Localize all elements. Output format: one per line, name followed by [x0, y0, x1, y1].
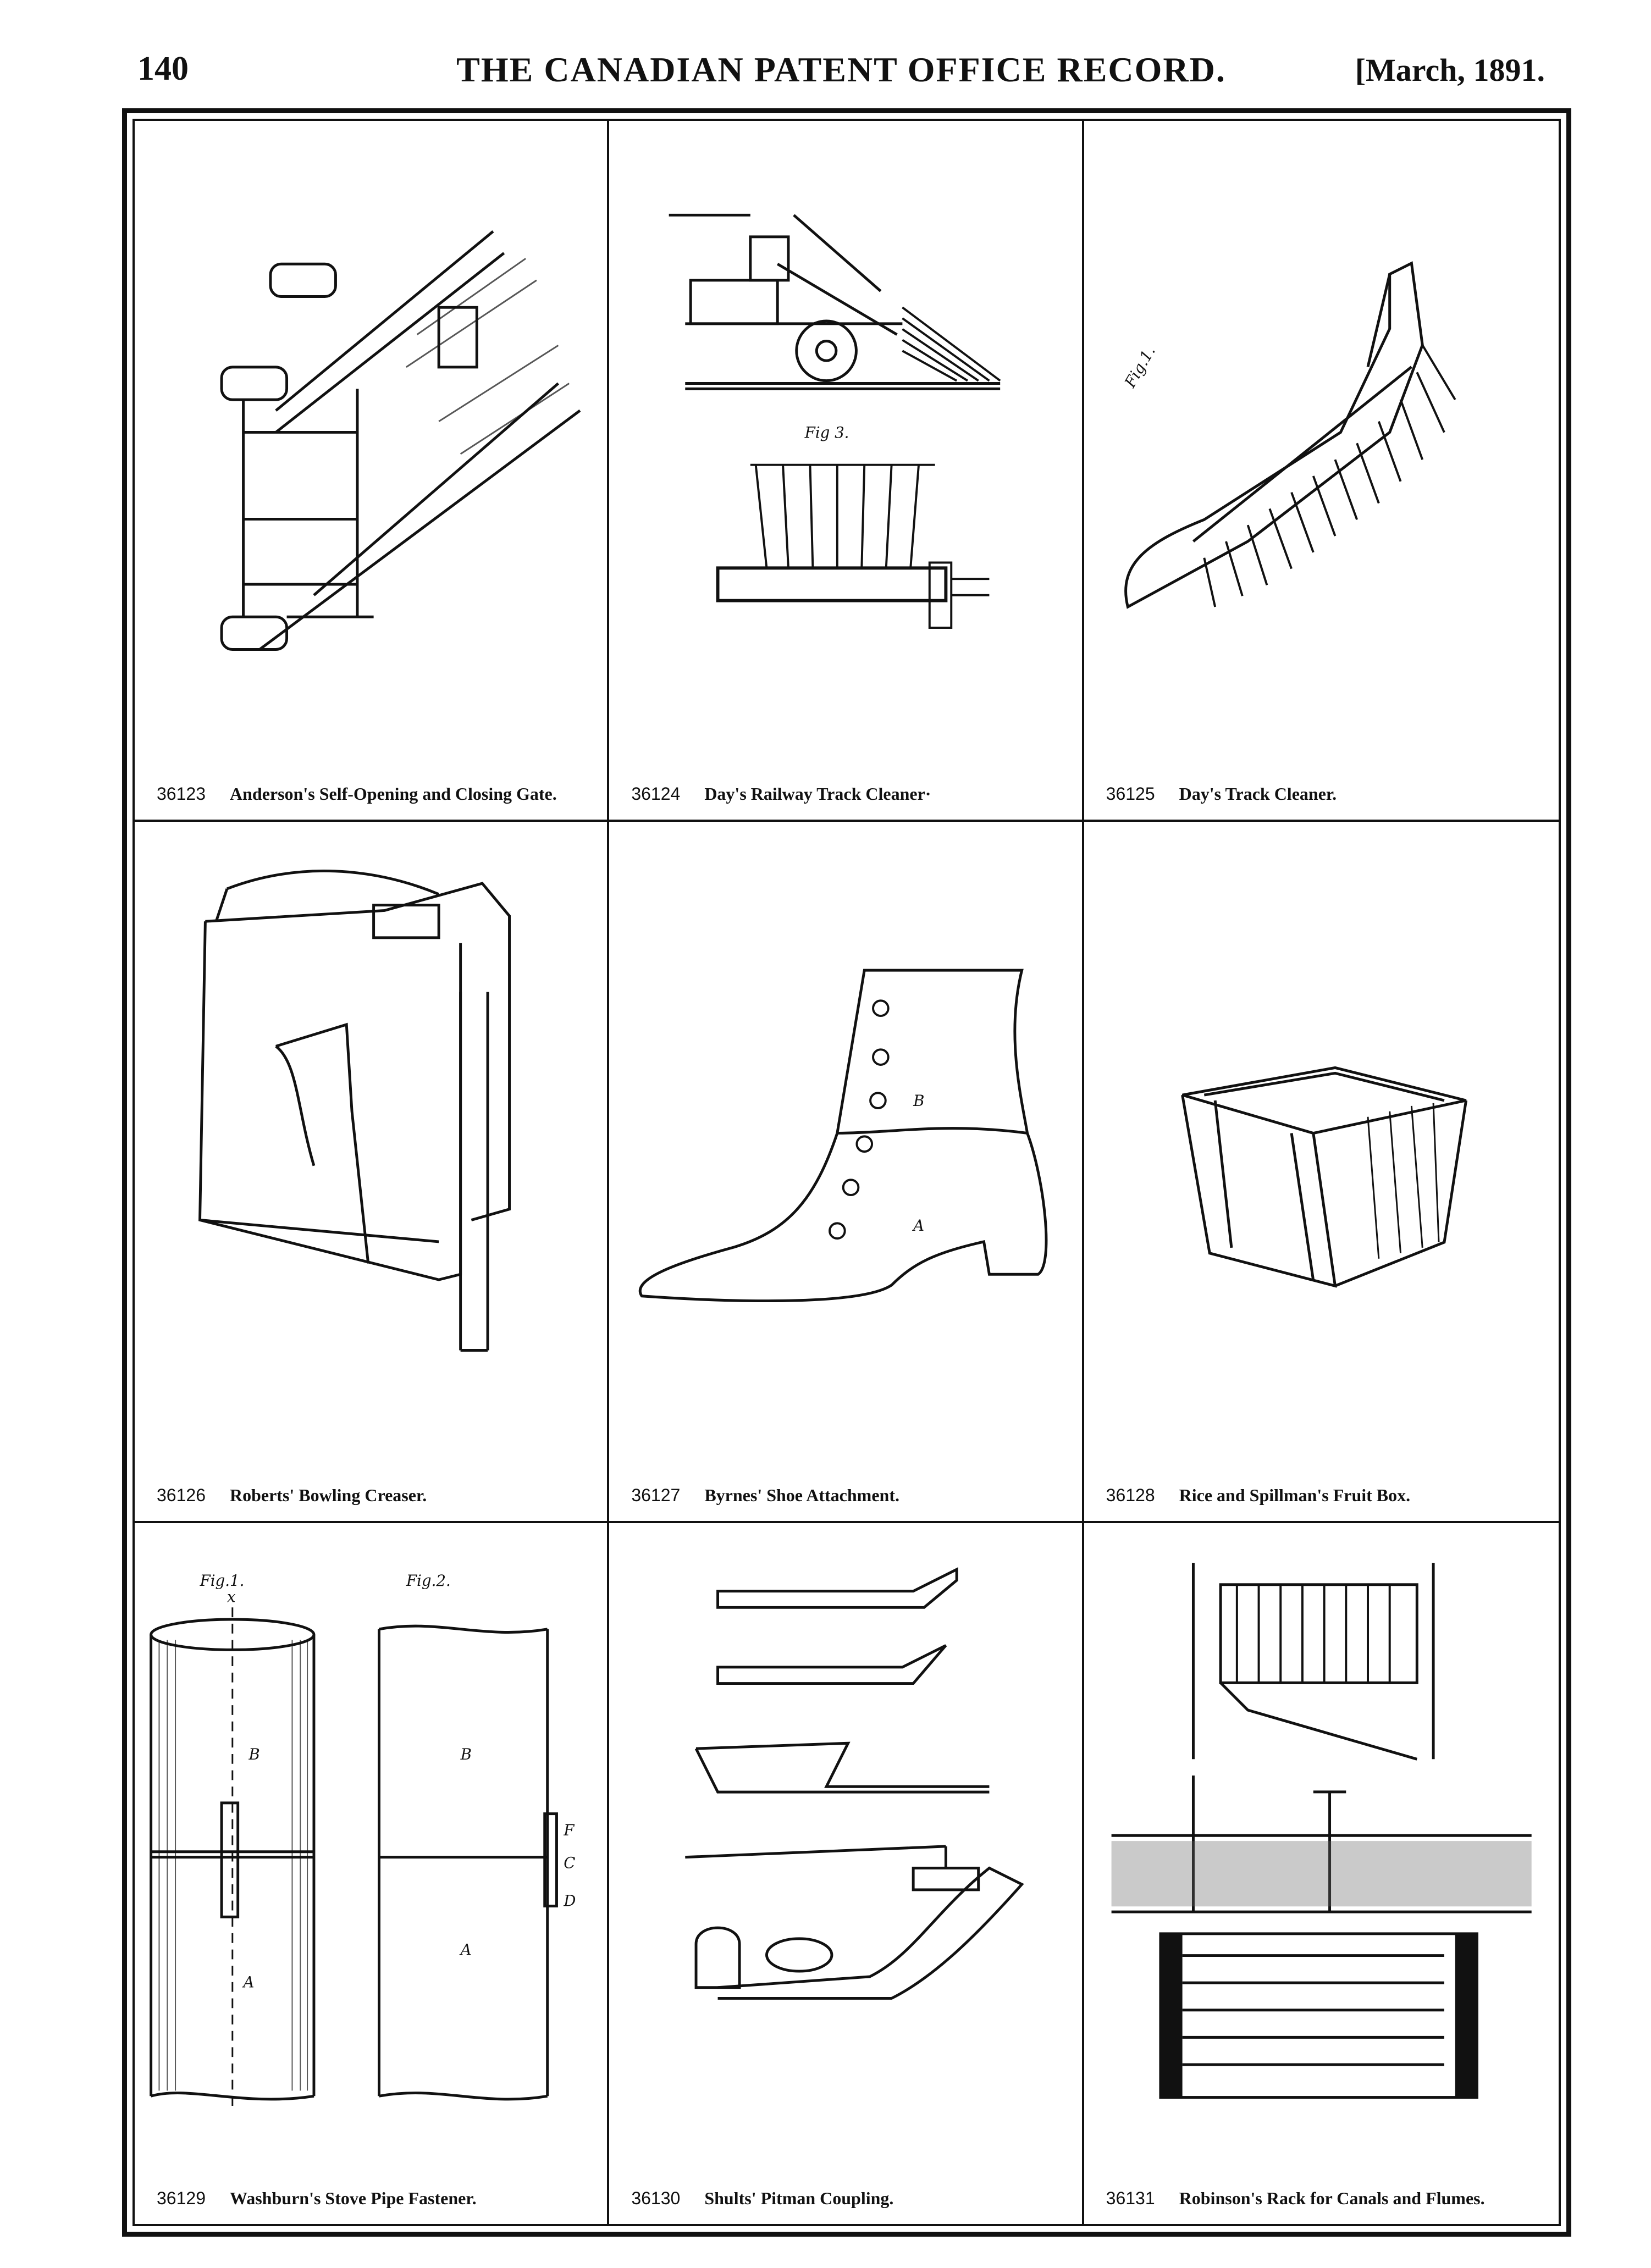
patent-caption: 36124 Day's Railway Track Cleaner·: [631, 784, 1070, 804]
label-b: B: [913, 1092, 924, 1110]
page-number: 140: [137, 50, 189, 87]
patent-caption: 36125 Day's Track Cleaner.: [1106, 784, 1548, 804]
patent-cell-36126: 36126 Roberts' Bowling Creaser.: [135, 822, 610, 1523]
patent-grid: 36123 Anderson's Self-Opening and Closin…: [132, 119, 1561, 2226]
patent-caption: 36123 Anderson's Self-Opening and Closin…: [157, 784, 596, 804]
label-b-fig2: B: [460, 1745, 472, 1763]
patent-caption: 36127 Byrnes' Shoe Attachment.: [631, 1485, 1070, 1506]
patent-number: 36128: [1106, 1485, 1155, 1505]
patent-caption: 36128 Rice and Spillman's Fruit Box.: [1106, 1485, 1548, 1506]
patent-title: Roberts' Bowling Creaser.: [229, 1485, 427, 1505]
label-a: A: [912, 1217, 924, 1235]
fig2-title: Fig.2.: [406, 1571, 451, 1589]
patent-title: Day's Railway Track Cleaner·: [704, 784, 931, 804]
patent-number: 36124: [631, 784, 681, 804]
label-x-top: x: [227, 1587, 236, 1606]
label-a-fig2: A: [459, 1940, 472, 1959]
label-a-fig1: A: [242, 1973, 255, 1991]
stove-pipe-drawing-icon: Fig.1. Fig.2.: [150, 1571, 576, 2107]
track-brush-drawing-icon: Fig.1.: [1120, 261, 1456, 609]
bowling-creaser-drawing-icon: [198, 870, 511, 1352]
label-d: D: [563, 1891, 576, 1910]
fruit-box-drawing-icon: [1180, 1066, 1467, 1288]
fig3-label: Fig 3.: [804, 423, 849, 441]
label-f: F: [563, 1821, 575, 1839]
patent-caption: 36129 Washburn's Stove Pipe Fastener.: [157, 2188, 596, 2209]
canal-rack-drawing-icon: [1111, 1562, 1532, 2099]
patent-cell-36131: 36131 Robinson's Rack for Canals and Flu…: [1084, 1523, 1559, 2224]
railway-track-cleaner-drawing-icon: Fig 3.: [669, 213, 1001, 629]
fig1-title: Fig.1.: [200, 1571, 245, 1589]
patent-number: 36130: [631, 2188, 681, 2208]
patent-caption: 36131 Robinson's Rack for Canals and Flu…: [1106, 2188, 1548, 2209]
label-c: C: [564, 1854, 575, 1872]
page-title: THE CANADIAN PATENT OFFICE RECORD.: [456, 50, 1226, 89]
patent-cell-36125: Fig.1. 36125 Day's Track Cleaner.: [1084, 121, 1559, 822]
gate-drawing-icon: [220, 230, 581, 651]
boot-drawing-icon: B A: [639, 969, 1048, 1303]
patent-title: Shults' Pitman Coupling.: [704, 2188, 894, 2208]
patent-title: Robinson's Rack for Canals and Flumes.: [1179, 2188, 1485, 2208]
patent-title: Anderson's Self-Opening and Closing Gate…: [229, 784, 557, 804]
plate-frame: 36123 Anderson's Self-Opening and Closin…: [122, 108, 1571, 2237]
patent-number: 36131: [1106, 2188, 1155, 2208]
patent-title: Rice and Spillman's Fruit Box.: [1179, 1485, 1411, 1505]
patent-cell-36123: 36123 Anderson's Self-Opening and Closin…: [135, 121, 610, 822]
patent-number: 36129: [157, 2188, 206, 2208]
patent-title: Day's Track Cleaner.: [1179, 784, 1337, 804]
patent-caption: 36130 Shults' Pitman Coupling.: [631, 2188, 1070, 2209]
patent-cell-36127: B A 36127 Byrnes' Shoe Attachment.: [609, 822, 1084, 1523]
patent-cell-36128: 36128 Rice and Spillman's Fruit Box.: [1084, 822, 1559, 1523]
patent-number: 36125: [1106, 784, 1155, 804]
fig1-label: Fig.1.: [1120, 343, 1159, 391]
patent-title: Byrnes' Shoe Attachment.: [704, 1485, 899, 1505]
issue-date: [March, 1891.: [1355, 52, 1545, 88]
patent-title: Washburn's Stove Pipe Fastener.: [229, 2188, 477, 2208]
label-b-fig1: B: [248, 1745, 259, 1763]
pitman-coupling-drawing-icon: [685, 1567, 1024, 2000]
patent-number: 36126: [157, 1485, 206, 1505]
page-header: 140 THE CANADIAN PATENT OFFICE RECORD. […: [137, 38, 1545, 99]
patent-number: 36123: [157, 784, 206, 804]
patent-cell-36130: 36130 Shults' Pitman Coupling.: [609, 1523, 1084, 2224]
patent-caption: 36126 Roberts' Bowling Creaser.: [157, 1485, 596, 1506]
patent-cell-36124: Fig 3. 36124 Day's R: [609, 121, 1084, 822]
patent-number: 36127: [631, 1485, 681, 1505]
patent-cell-36129: Fig.1. Fig.2.: [135, 1523, 610, 2224]
